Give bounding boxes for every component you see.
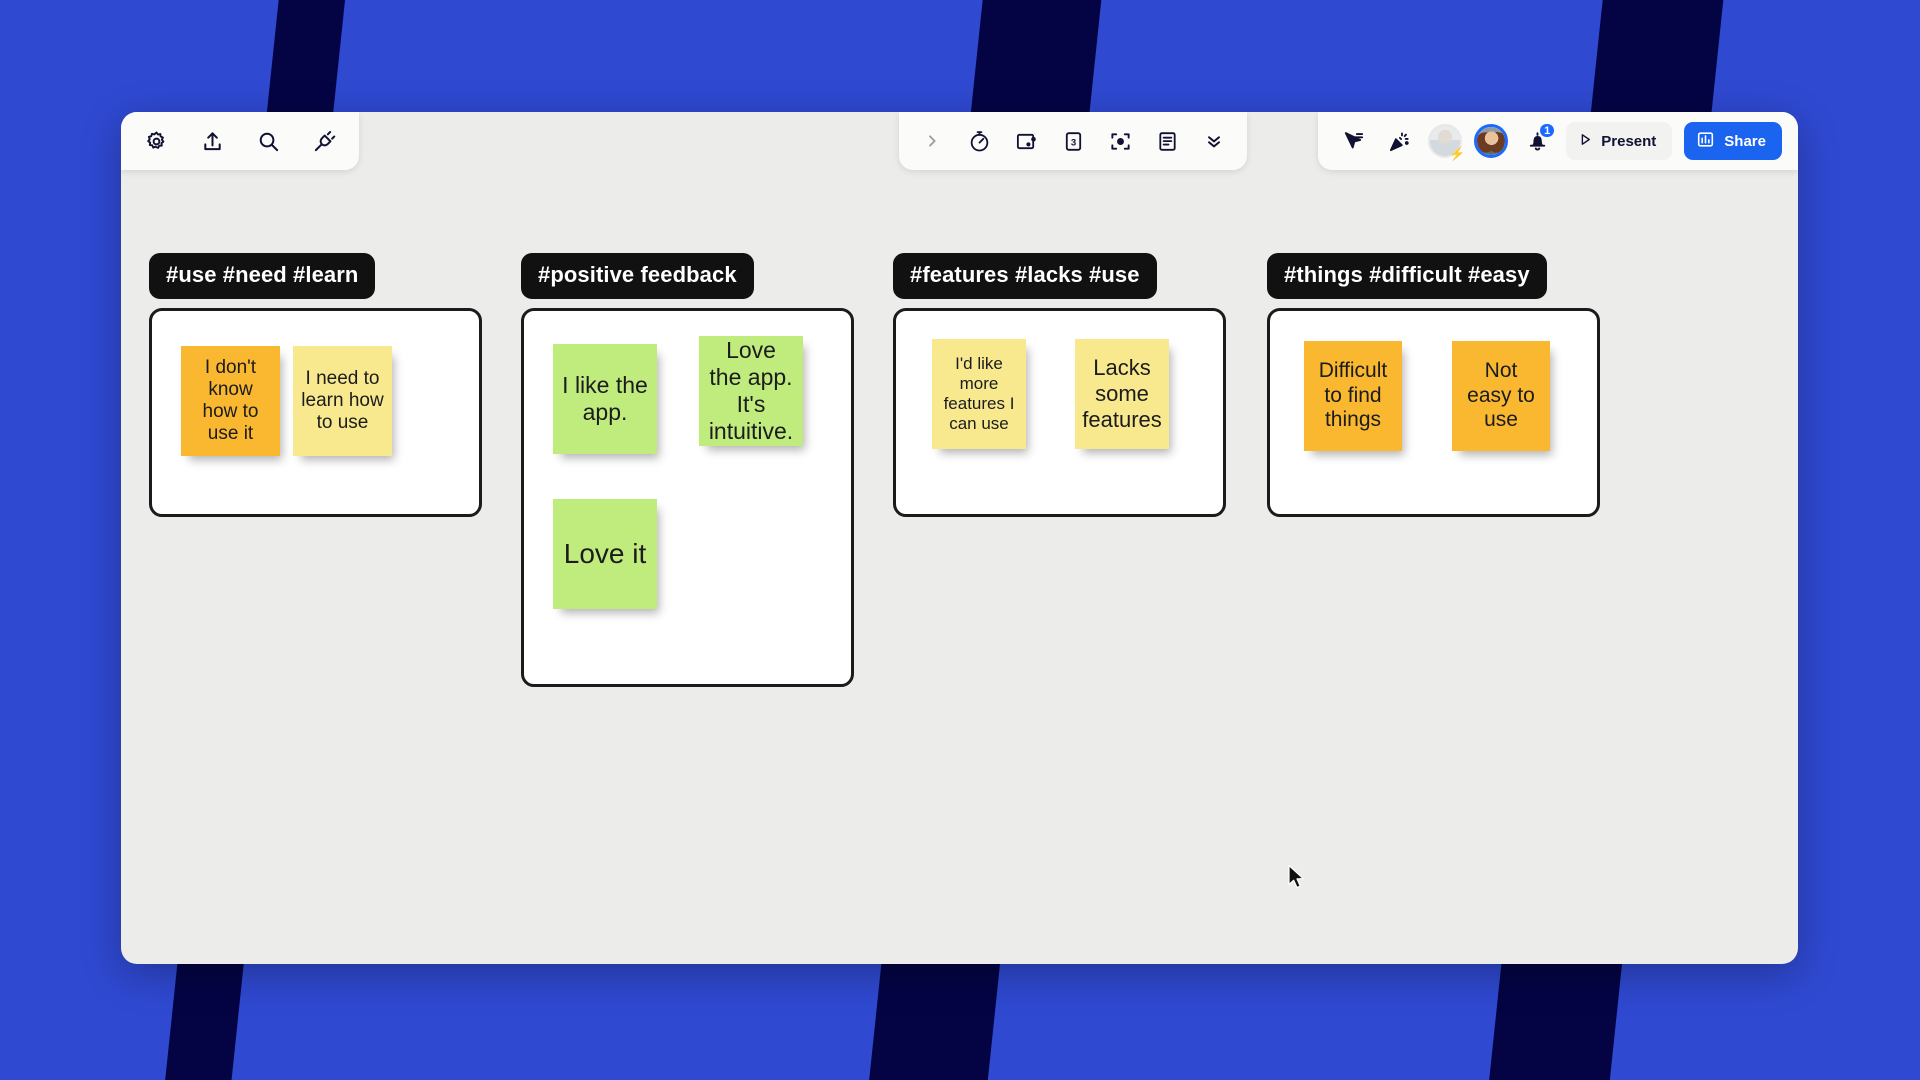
board-icon: [1696, 130, 1715, 153]
sticky-note[interactable]: Love the app. It's intuitive.: [699, 336, 803, 446]
whiteboard-app-window: 3: [121, 112, 1798, 964]
group-label[interactable]: #things #difficult #easy: [1267, 253, 1547, 299]
toolbar-center: 3: [899, 112, 1247, 170]
cursor-chat-icon[interactable]: [1336, 124, 1370, 158]
toolbar-right: ⚡ 1 Present: [1318, 112, 1798, 170]
svg-text:3: 3: [1070, 137, 1075, 148]
chevron-right-icon[interactable]: [915, 124, 949, 158]
board-canvas[interactable]: #use #need #learn I don't know how to use…: [121, 170, 1798, 964]
share-button[interactable]: Share: [1684, 122, 1782, 160]
avatar-image: [1477, 127, 1506, 155]
focus-icon[interactable]: [1103, 124, 1137, 158]
toolbar-left: [121, 112, 359, 170]
avatar-collaborator[interactable]: [1474, 124, 1509, 158]
sticky-note[interactable]: I need to learn how to use: [293, 346, 392, 456]
play-icon: [1578, 132, 1593, 151]
notes-icon[interactable]: [1150, 124, 1184, 158]
avatar-self[interactable]: ⚡: [1428, 124, 1466, 161]
background-stripe: [0, 0, 10, 1080]
avatar-image: [1428, 124, 1463, 158]
notifications-bell-icon[interactable]: 1: [1520, 122, 1557, 158]
sticky-note[interactable]: Lacks some features: [1075, 339, 1169, 449]
chevron-double-down-icon[interactable]: [1197, 124, 1231, 158]
share-button-label: Share: [1724, 132, 1766, 150]
sticky-note[interactable]: I like the app.: [553, 344, 657, 454]
sticky-note[interactable]: I don't know how to use it: [181, 346, 280, 456]
upload-icon[interactable]: [195, 124, 229, 158]
note-group[interactable]: #positive feedback I like the app. Love th…: [521, 253, 854, 687]
group-frame[interactable]: Difficult to find things Not easy to use: [1267, 308, 1600, 517]
sticky-note[interactable]: Love it: [553, 499, 657, 609]
group-label[interactable]: #use #need #learn: [149, 253, 376, 299]
search-icon[interactable]: [251, 124, 285, 158]
timer-icon[interactable]: [962, 124, 996, 158]
notification-badge: 1: [1538, 122, 1557, 139]
sticky-note[interactable]: Not easy to use: [1452, 341, 1550, 451]
note-group[interactable]: #use #need #learn I don't know how to use…: [149, 253, 482, 517]
group-label[interactable]: #features #lacks #use: [893, 253, 1157, 299]
sticky-note[interactable]: Difficult to find things: [1304, 341, 1402, 451]
group-frame[interactable]: I like the app. Love the app. It's intuit…: [521, 308, 854, 687]
frame-icon[interactable]: [1009, 124, 1043, 158]
card-three-icon[interactable]: 3: [1056, 124, 1090, 158]
present-button[interactable]: Present: [1566, 122, 1673, 160]
present-button-label: Present: [1601, 132, 1657, 150]
group-label[interactable]: #positive feedback: [521, 253, 754, 299]
celebrate-icon[interactable]: [1382, 124, 1416, 158]
group-frame[interactable]: I'd like more features I can use Lacks so…: [893, 308, 1226, 517]
sticky-note[interactable]: I'd like more features I can use: [932, 339, 1026, 449]
plug-icon[interactable]: [307, 124, 341, 158]
lightning-bolt-icon: ⚡: [1449, 146, 1466, 161]
settings-icon[interactable]: [139, 124, 173, 158]
